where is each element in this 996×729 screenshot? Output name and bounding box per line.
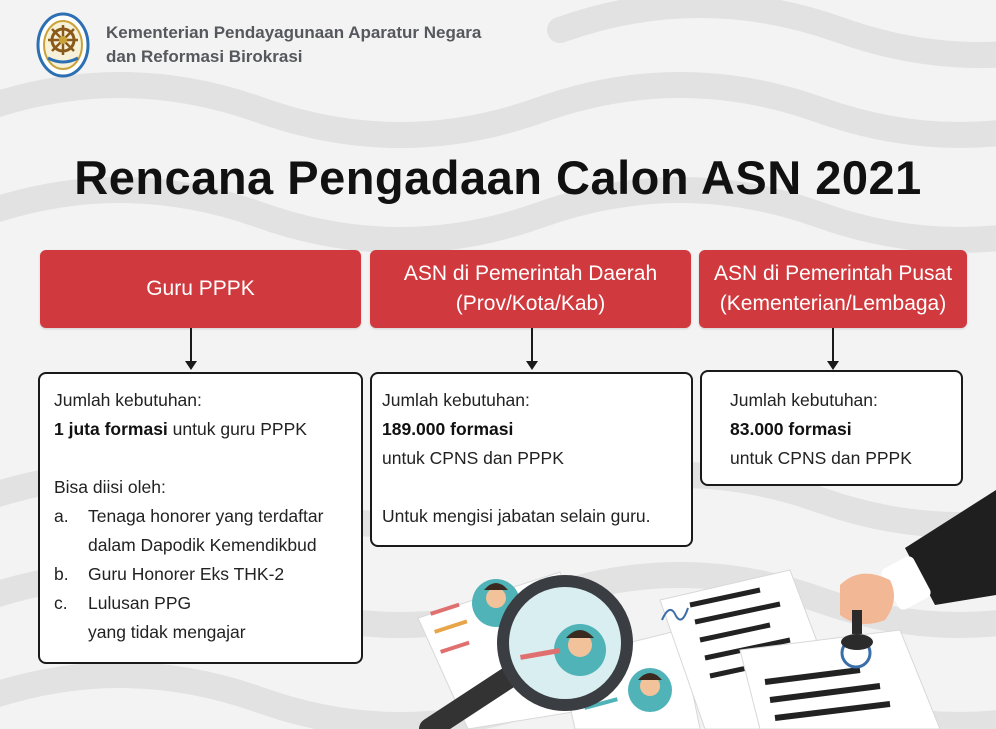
list-marker: c. [54, 593, 68, 613]
list-item: b. Guru Honorer Eks THK-2 [54, 560, 361, 589]
header-asn-pusat: ASN di Pemerintah Pusat (Kementerian/Lem… [699, 250, 967, 328]
amount-line: 1 juta formasi untuk guru PPPK [54, 415, 361, 444]
list-text: Guru Honorer Eks THK-2 [88, 564, 285, 584]
fill-label: Bisa diisi oleh: [54, 477, 166, 497]
note: Untuk mengisi jabatan selain guru. [382, 506, 651, 526]
card-guru-pppk: Jumlah kebutuhan: 1 juta formasi untuk g… [38, 372, 363, 664]
arrow-down-icon [526, 328, 538, 370]
header-label-line-1: ASN di Pemerintah Pusat [713, 262, 953, 285]
list-item: c. Lulusan PPG [54, 589, 361, 618]
header-label-line-1: ASN di Pemerintah Daerah [403, 262, 658, 285]
list-marker: b. [54, 564, 69, 584]
amount-bold: 189.000 formasi [382, 419, 514, 439]
amount-bold: 83.000 formasi [730, 419, 852, 439]
header: Kementerian Pendayagunaan Aparatur Negar… [36, 12, 481, 78]
stamp-hand-illustration [840, 490, 996, 650]
list-text: Tenaga honorer yang terdaftar [88, 506, 324, 526]
card-asn-pusat: Jumlah kebutuhan: 83.000 formasi untuk C… [700, 370, 963, 486]
arrow-down-icon [185, 328, 197, 370]
amount-rest: untuk CPNS dan PPPK [382, 448, 564, 468]
org-line-1: Kementerian Pendayagunaan Aparatur Negar… [106, 23, 482, 42]
magnifier-illustration [419, 575, 633, 729]
header-asn-daerah: ASN di Pemerintah Daerah (Prov/Kota/Kab) [370, 250, 691, 328]
list-text: yang tidak mengajar [88, 622, 246, 642]
ministry-logo [36, 12, 90, 78]
list-item-cont: dalam Dapodik Kemendikbud [54, 531, 361, 560]
header-label: Guru PPPK [146, 277, 255, 300]
documents-illustration [417, 569, 941, 729]
list-item-cont: yang tidak mengajar [54, 618, 361, 647]
list-marker: a. [54, 506, 69, 526]
need-label: Jumlah kebutuhan: [382, 390, 530, 410]
card-asn-daerah: Jumlah kebutuhan: 189.000 formasi untuk … [370, 372, 693, 547]
list-text: Lulusan PPG [88, 593, 192, 613]
organization-name: Kementerian Pendayagunaan Aparatur Negar… [106, 21, 481, 69]
need-label: Jumlah kebutuhan: [730, 390, 878, 410]
need-label: Jumlah kebutuhan: [54, 390, 202, 410]
amount-rest: untuk CPNS dan PPPK [730, 448, 912, 468]
header-label-line-2: (Prov/Kota/Kab) [455, 292, 606, 315]
list-item: a. Tenaga honorer yang terdaftar [54, 502, 361, 531]
arrow-down-icon [827, 328, 839, 370]
amount-bold: 1 juta formasi [54, 419, 168, 439]
list-text: dalam Dapodik Kemendikbud [88, 535, 317, 555]
amount-rest: untuk guru PPPK [167, 419, 307, 439]
header-guru-pppk: Guru PPPK [40, 250, 361, 328]
header-label-line-2: (Kementerian/Lembaga) [719, 292, 947, 315]
org-line-2: dan Reformasi Birokrasi [106, 47, 303, 66]
page-title: Rencana Pengadaan Calon ASN 2021 [74, 151, 922, 204]
